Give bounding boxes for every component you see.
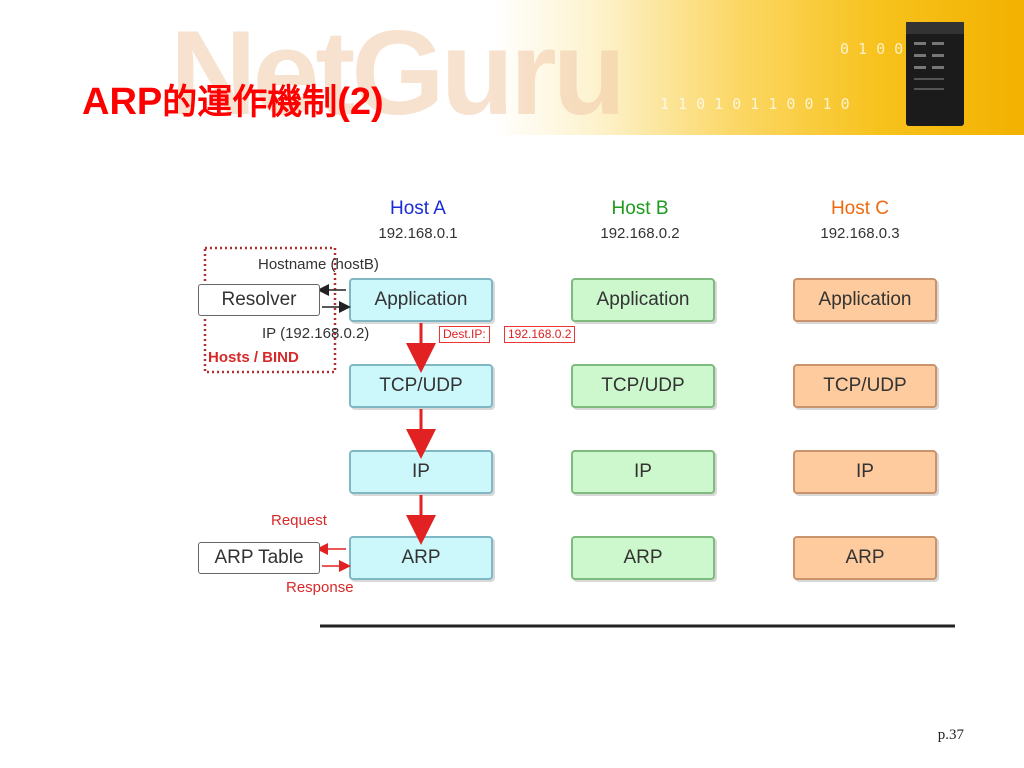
server-icon — [906, 22, 964, 126]
hosts-bind-dotted-frame — [203, 246, 337, 374]
host-b-ip: 192.168.0.2 — [600, 225, 680, 242]
host-a-ip: 192.168.0.1 — [378, 225, 458, 242]
host-c-arp-layer: ARP — [793, 536, 937, 580]
page-number: p.37 — [937, 727, 964, 743]
host-c-ip-layer: IP — [793, 450, 937, 494]
host-b-ip-layer: IP — [571, 450, 715, 494]
host-b-name: Host B — [611, 198, 669, 219]
header-banner: NetGuru 1 1 0 1 0 1 1 0 0 1 0 0 1 0 0 1 … — [0, 0, 1024, 135]
binary-decoration: 1 1 0 1 0 1 1 0 0 1 0 — [660, 95, 850, 113]
host-c-application-layer: Application — [793, 278, 937, 322]
hostname-label: Hostname (hostB) — [258, 256, 379, 273]
host-b-tcpudp-layer: TCP/UDP — [571, 364, 715, 408]
netguru-watermark-logo: NetGuru — [170, 6, 626, 135]
host-c-tcpudp-layer: TCP/UDP — [793, 364, 937, 408]
arp-table-box: ARP Table — [198, 542, 320, 574]
host-b-application-layer: Application — [571, 278, 715, 322]
host-a-name: Host A — [390, 198, 446, 219]
dest-ip-label: Dest.IP: — [439, 326, 490, 343]
host-c-ip: 192.168.0.3 — [820, 225, 900, 242]
host-c-name: Host C — [830, 198, 890, 219]
hosts-bind-label: Hosts / BIND — [208, 349, 299, 366]
host-a-tcpudp-layer: TCP/UDP — [349, 364, 493, 408]
slide-title: ARP的運作機制(2) — [82, 81, 384, 123]
resolver-box: Resolver — [198, 284, 320, 316]
request-label: Request — [271, 512, 327, 529]
dest-ip-value: 192.168.0.2 — [504, 326, 576, 343]
host-b-arp-layer: ARP — [571, 536, 715, 580]
response-label: Response — [286, 579, 354, 596]
host-a-application-layer: Application — [349, 278, 493, 322]
ip-result-label: IP (192.168.0.2) — [262, 325, 370, 342]
